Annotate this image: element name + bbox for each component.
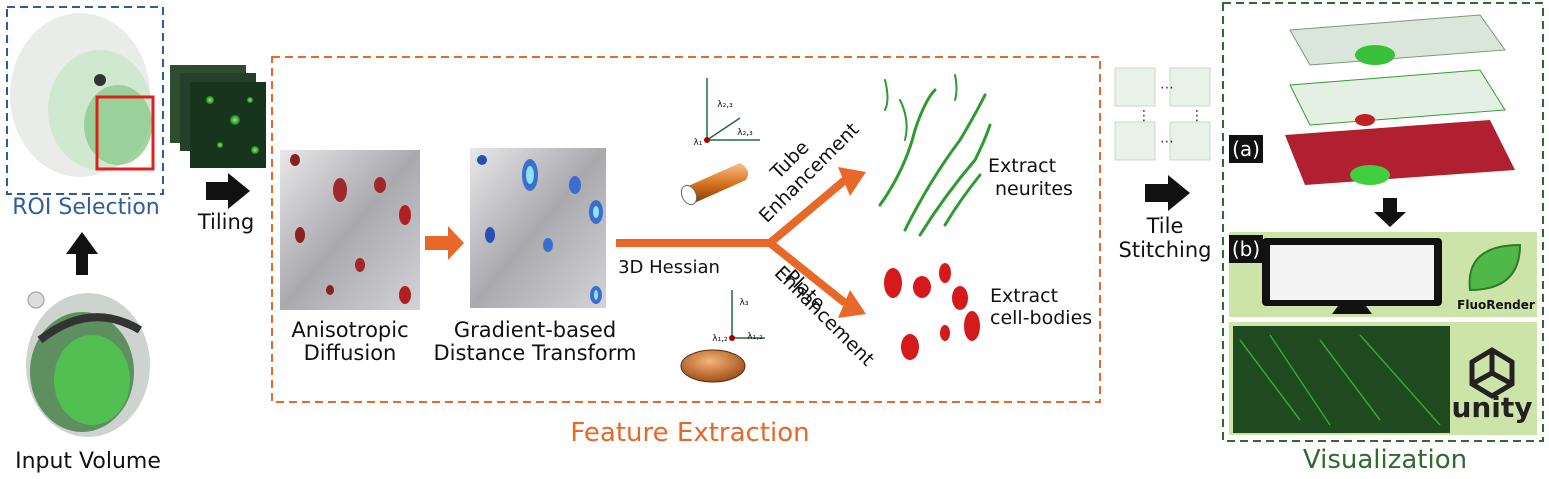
tag-a: (a)	[1229, 135, 1263, 163]
tile-label-1: Tile	[1146, 214, 1184, 238]
fluorender-label: FluoRender	[1457, 298, 1535, 312]
cells-label-2: cell-bodies	[990, 307, 1093, 329]
svg-text:⋮: ⋮	[1190, 108, 1204, 124]
up-arrow	[66, 232, 98, 275]
tag-b: (b)	[1229, 235, 1263, 263]
input-volume-image	[26, 291, 150, 437]
anisotropic-label-1: Anisotropic	[291, 318, 409, 342]
cave-display-image	[1233, 326, 1450, 433]
vis-down-arrow	[1374, 198, 1406, 227]
cell-bodies-image	[884, 263, 980, 360]
unity-logo-icon	[1469, 347, 1515, 399]
hessian-label: 3D Hessian	[618, 257, 720, 278]
plate-axes	[729, 290, 765, 341]
tube-axis-label-3: λ₂,₃	[737, 128, 753, 138]
svg-text:⋯: ⋯	[1160, 80, 1174, 96]
plate-axis-label-1: λ₃	[739, 298, 749, 308]
anisotropic-image	[280, 150, 420, 310]
roi-brain-image	[10, 13, 155, 177]
fluorender-logo-icon	[1468, 243, 1522, 292]
plate-axis-label-3: λ₁,₂	[747, 332, 763, 342]
gradient-label-2: Distance Transform	[433, 341, 637, 365]
tile-label-2: Stitching	[1118, 238, 1212, 262]
layer-stack-image	[1285, 14, 1515, 185]
cave-texture	[1239, 334, 1441, 426]
neurites-label-1: Extract	[988, 155, 1057, 177]
feature-extraction-box	[271, 56, 1101, 403]
roi-selection-label: ROI Selection	[12, 195, 160, 220]
visualization-label: Visualization	[1302, 445, 1468, 475]
neurites-image	[878, 74, 992, 237]
roi-region-box[interactable]	[95, 95, 155, 171]
diffusion-arrow	[425, 226, 464, 260]
tile-stack	[170, 65, 266, 168]
feature-extraction-label: Feature Extraction	[570, 418, 810, 448]
plate-shape	[680, 349, 746, 383]
plate-axis-label-2: λ₁,₂	[712, 334, 728, 344]
svg-text:⋯: ⋯	[1160, 134, 1174, 150]
anisotropic-label-2: Diffusion	[303, 341, 397, 365]
stitched-tiles: ⋯ ⋮ ⋮ ⋯	[1114, 67, 1211, 161]
tube-axis-label-1: λ₁	[693, 138, 703, 148]
stitching-arrow	[1145, 175, 1190, 211]
tube-axes	[704, 78, 760, 143]
gradient-label-1: Gradient-based	[453, 318, 617, 342]
neurites-label-2: neurites	[995, 178, 1073, 200]
unity-label: unity	[1451, 391, 1533, 424]
hessian-branch	[616, 167, 866, 318]
cells-label-1: Extract	[990, 285, 1059, 307]
tiling-label: Tiling	[197, 210, 255, 234]
visualization-box	[1222, 2, 1544, 442]
input-volume-label: Input Volume	[15, 449, 161, 474]
roi-box	[6, 6, 164, 195]
monitor-icon	[1262, 238, 1442, 314]
tube-axis-label-2: λ₂,₃	[717, 100, 733, 110]
tiling-arrow	[206, 173, 250, 209]
tube-shape	[680, 163, 748, 206]
svg-text:⋮: ⋮	[1137, 108, 1151, 124]
distance-transform-image	[470, 148, 606, 308]
